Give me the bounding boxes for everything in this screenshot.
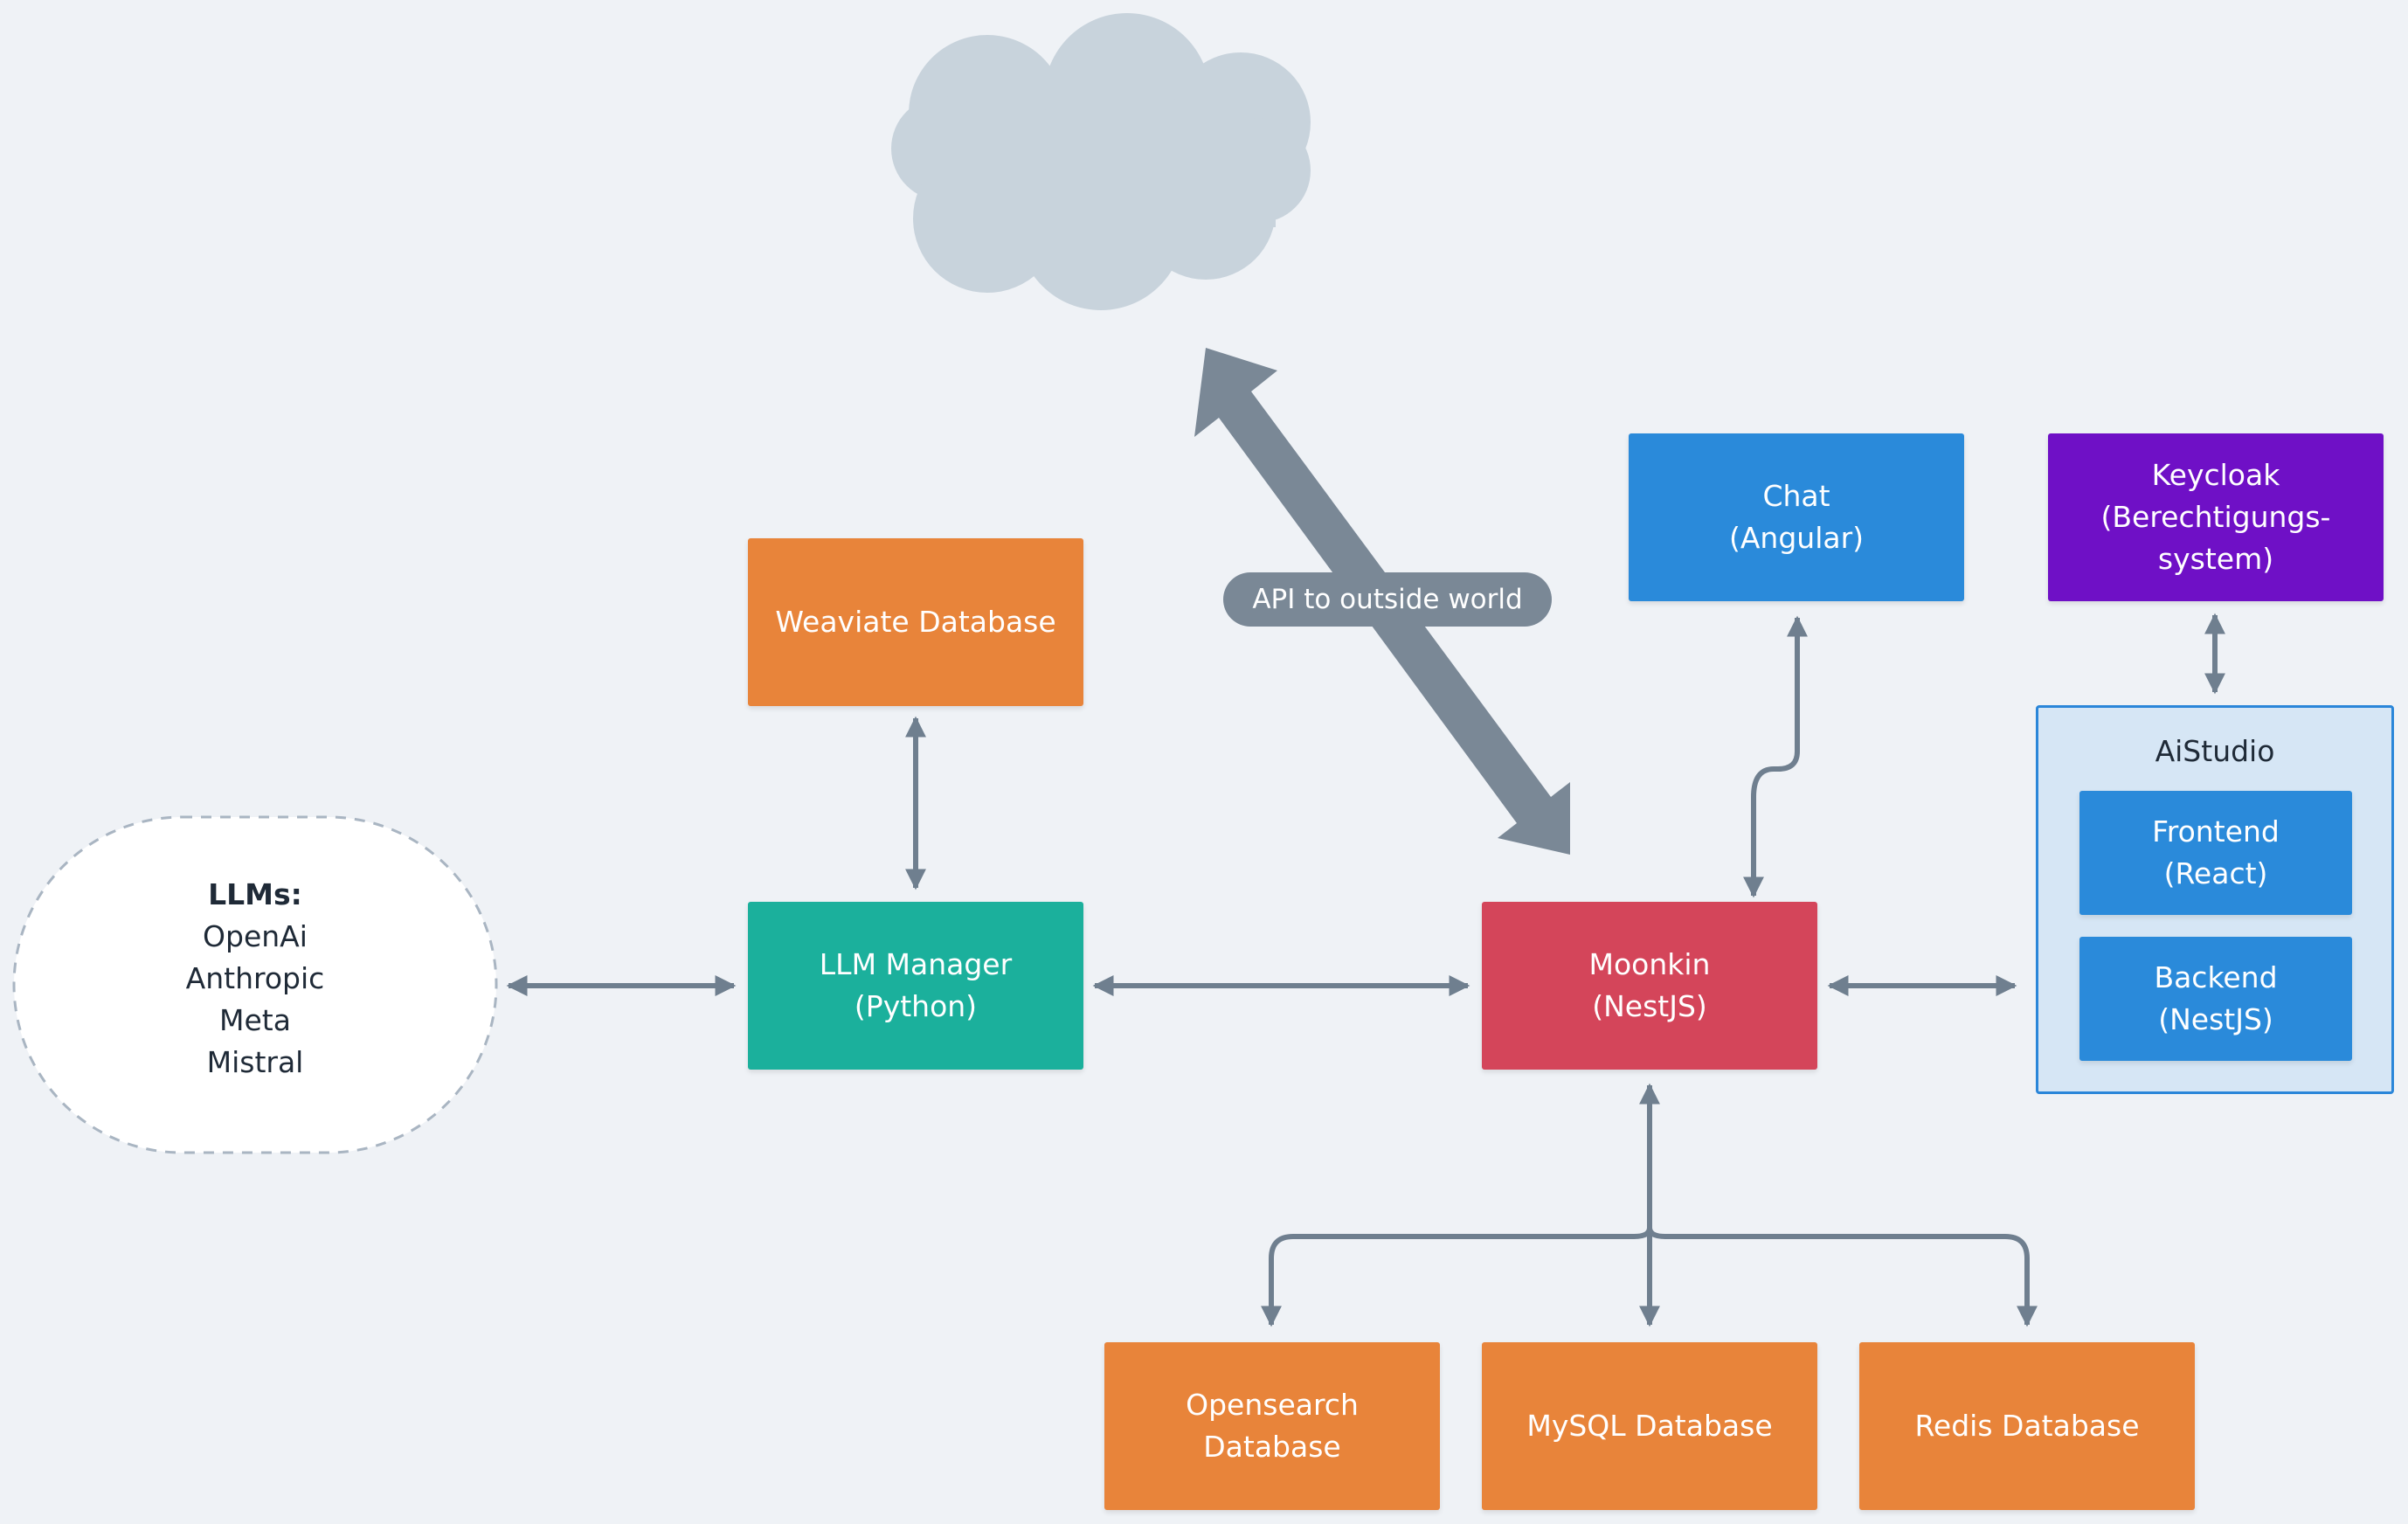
llm-item-anthropic: Anthropic [185,961,325,995]
api-label: API to outside world [1223,572,1552,627]
opensearch-database-node: Opensearch Database [1104,1342,1440,1510]
internet-cloud-icon [891,13,1311,310]
node-label-line: (NestJS) [2158,1002,2273,1036]
moonkin-redis-connector [1647,1227,2038,1327]
moonkin-node: Moonkin (NestJS) [1482,902,1817,1070]
node-label-line: (React) [2163,856,2268,890]
llms-list: LLMs: OpenAi Anthropic Meta Mistral [19,874,491,1084]
node-label-line: Moonkin [1588,947,1711,981]
mysql-database-node: MySQL Database [1482,1342,1817,1510]
node-label-line: Redis Database [1914,1409,2140,1443]
node-label-line: MySQL Database [1526,1409,1773,1443]
node-label-line: Weaviate Database [775,605,1056,639]
node-label-line: (NestJS) [1592,989,1707,1023]
node-label-line: Keycloak [2151,458,2280,492]
llm-item-openai: OpenAi [203,919,308,953]
llms-heading: LLMs: [208,877,302,911]
llm-item-meta: Meta [219,1003,291,1037]
moonkin-opensearch-connector [1261,1227,1652,1327]
chat-node: Chat (Angular) [1629,433,1964,601]
llm-manager-node: LLM Manager (Python) [748,902,1083,1070]
llms-cloud-shape [12,815,498,1154]
node-label-line: Frontend [2152,814,2280,849]
llm-item-mistral: Mistral [206,1045,304,1079]
aistudio-title: AiStudio [2155,734,2275,768]
weaviate-database-node: Weaviate Database [748,538,1083,706]
frontend-node: Frontend (React) [2079,791,2352,915]
node-label-line: (Angular) [1728,521,1865,555]
node-label-line: system) [2157,542,2274,576]
node-label-line: (Python) [854,989,978,1023]
node-label-line: Chat [1762,479,1830,513]
node-label-line: Database [1203,1430,1341,1464]
keycloak-node: Keycloak (Berechtigungs- system) [2048,433,2384,601]
moonkin-chat-connector [1743,615,1808,898]
node-label-line: (Berechtigungs- [2100,500,2331,534]
node-label-line: Opensearch [1186,1388,1359,1422]
redis-database-node: Redis Database [1859,1342,2195,1510]
node-label-line: Backend [2154,960,2278,994]
node-label-line: LLM Manager [819,947,1013,981]
backend-node: Backend (NestJS) [2079,937,2352,1061]
